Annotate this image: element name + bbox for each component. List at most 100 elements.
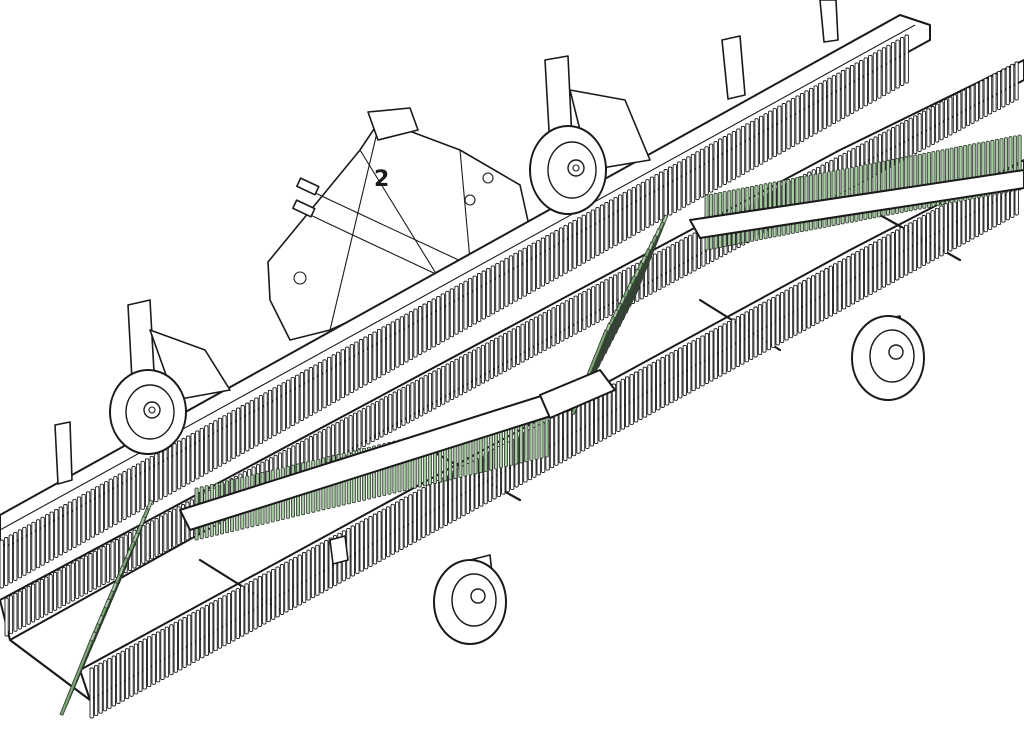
tine [926,212,931,264]
tine [788,287,794,339]
tine [757,304,763,356]
tine [26,524,32,574]
tine [1014,61,1019,101]
tine [554,229,559,279]
tine [344,417,349,457]
tine [490,265,496,315]
tine [813,85,818,135]
tine [226,412,232,462]
tine [61,567,66,607]
tine [317,361,323,411]
tine [908,222,913,274]
tine [899,122,904,162]
tine [142,638,147,690]
tine [267,389,273,439]
tine [895,124,900,164]
tine [917,217,922,269]
tine [163,448,168,498]
tine [4,597,9,637]
tine [76,496,82,546]
tine [674,241,680,281]
tine [704,333,710,384]
tine [126,468,132,518]
tine [324,539,329,591]
tine [771,296,776,348]
tine [258,394,264,444]
tine [339,419,344,459]
tine [529,319,534,358]
tine [690,153,696,203]
tine [713,141,718,191]
tine [549,232,555,282]
tine [81,493,86,543]
tine [392,391,397,431]
tine [129,645,134,697]
tine [336,351,341,401]
tine [48,574,53,614]
tine [0,539,4,589]
tine [413,308,418,358]
tine [399,316,405,366]
tine [297,554,302,606]
tine [186,614,192,666]
tine [349,344,355,394]
gauge-wheel-rear-left [433,554,507,645]
tine [822,80,827,130]
tine [988,75,993,115]
tine [939,101,944,141]
tine [608,276,613,316]
tine [458,283,464,333]
tine [8,534,13,584]
tine [217,417,223,467]
tine [423,375,428,415]
tine [53,571,58,611]
tine [708,143,714,193]
tine [903,224,909,276]
tine [449,288,455,338]
tine [276,384,282,434]
tine [390,321,395,371]
tine [522,247,527,297]
tine [4,537,9,586]
tine [912,219,918,271]
tine [498,335,503,375]
tine [560,302,565,342]
tine [386,506,391,558]
tine [381,508,386,560]
tine [244,583,249,635]
tine [841,258,847,310]
tine [379,398,384,438]
tine [895,39,900,89]
tine [948,96,953,136]
tine [815,272,820,324]
tine [806,277,811,329]
tine [92,550,97,590]
tine [140,460,145,510]
tine [775,294,780,346]
tine [89,667,94,719]
tine [375,400,380,440]
tine [39,578,44,618]
tine [445,290,450,340]
tine [354,341,359,391]
tine [836,72,841,122]
tine [904,120,909,159]
tine [658,171,664,221]
tine [172,443,177,493]
tine [507,330,512,370]
tine [930,106,935,145]
tine [679,239,684,279]
tine [649,176,655,226]
tine [599,204,605,254]
tine [414,379,419,419]
tine [762,301,767,353]
tine [63,504,68,553]
tine [315,544,320,596]
tine [827,77,832,127]
tine [326,356,332,406]
tine [558,227,564,277]
tine [890,42,896,92]
tine [59,639,94,716]
tine [542,311,547,351]
tine [713,328,718,380]
